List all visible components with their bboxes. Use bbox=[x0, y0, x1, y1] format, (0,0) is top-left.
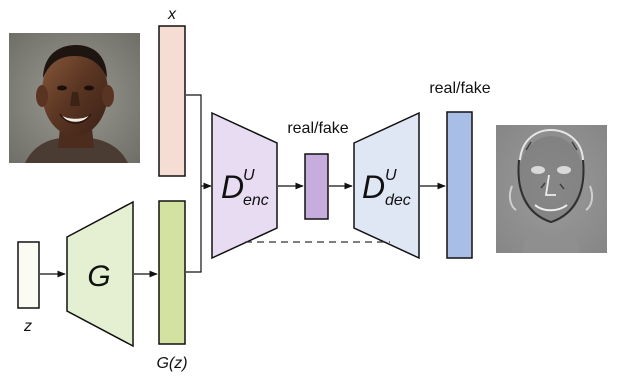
z-label: z bbox=[23, 318, 32, 335]
encoder-label: D U enc bbox=[221, 167, 269, 209]
input-face-image bbox=[9, 33, 140, 163]
generator-block bbox=[66, 200, 134, 348]
svg-text:D: D bbox=[221, 169, 244, 205]
merge-connector bbox=[186, 94, 202, 273]
x-label: x bbox=[167, 6, 177, 23]
generator-label: G bbox=[87, 260, 110, 293]
decoder-label: D U dec bbox=[362, 167, 411, 209]
svg-text:D: D bbox=[362, 169, 385, 205]
gz-output-block bbox=[158, 200, 186, 345]
svg-text:enc: enc bbox=[243, 192, 269, 209]
svg-text:U: U bbox=[243, 167, 255, 184]
decoder-output-block bbox=[446, 111, 473, 259]
encoder-block bbox=[211, 111, 278, 260]
decoder-block bbox=[353, 111, 420, 260]
svg-text:dec: dec bbox=[385, 192, 411, 209]
encoder-output-block bbox=[304, 153, 329, 220]
x-input-block bbox=[158, 25, 186, 177]
z-noise-block bbox=[17, 241, 40, 309]
svg-text:U: U bbox=[385, 167, 397, 184]
encoder-real-fake-label: real/fake bbox=[287, 120, 348, 137]
decoder-real-fake-label: real/fake bbox=[429, 80, 490, 97]
gz-label: G(z) bbox=[156, 355, 187, 372]
output-decision-map-image bbox=[496, 125, 607, 253]
